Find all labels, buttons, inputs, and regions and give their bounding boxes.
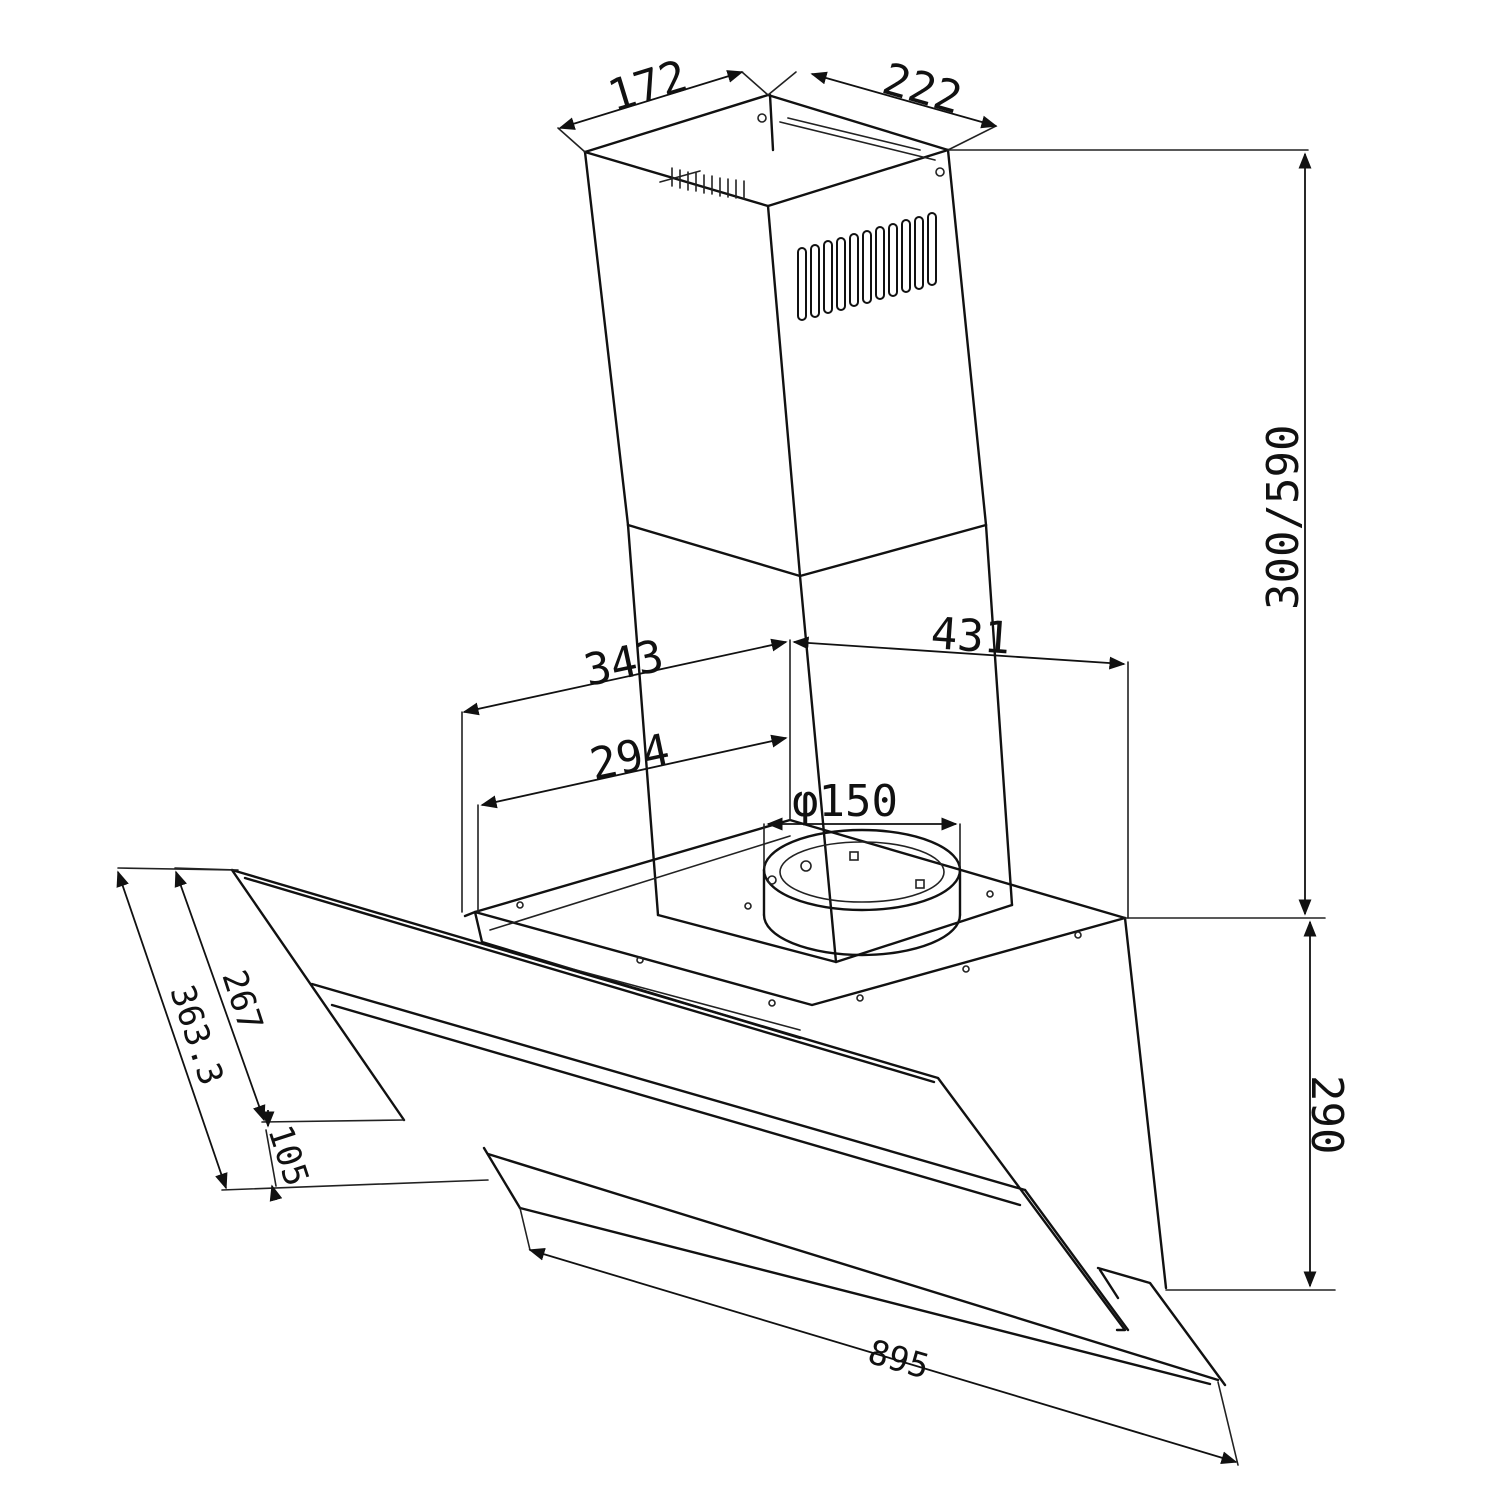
dim-canopy-height: 290 — [1165, 920, 1352, 1291]
dim-label-431: 431 — [929, 608, 1012, 664]
dim-label-172: 172 — [602, 51, 693, 123]
dim-label-290: 290 — [1301, 1075, 1352, 1154]
chimney — [583, 93, 1014, 964]
chimney-left-vents — [659, 167, 745, 200]
dim-chimney-height: 300/590 — [947, 149, 1326, 919]
dim-label-343: 343 — [580, 630, 668, 696]
dim-glass-width: 895 — [519, 1207, 1239, 1466]
glass-canopy — [230, 868, 1227, 1387]
dim-label-105: 105 — [259, 1120, 316, 1191]
dim-label-222: 222 — [877, 54, 967, 125]
dim-label-300-590: 300/590 — [1258, 425, 1309, 610]
dim-label-895: 895 — [864, 1332, 934, 1387]
dim-hood-width-back: 431 — [792, 608, 1129, 919]
chimney-right-vents — [797, 212, 937, 321]
dim-label-294: 294 — [586, 724, 674, 790]
dim-label-267: 267 — [213, 965, 270, 1036]
dim-duct-diameter: φ150 — [763, 776, 961, 869]
dim-chimney-width: 222 — [767, 54, 998, 151]
dim-chimney-depth: 172 — [557, 51, 769, 153]
hood-body — [463, 818, 1168, 1290]
dim-label-phi150: φ150 — [792, 776, 898, 827]
dim-hood-depth-inner: 294 — [477, 724, 788, 913]
duct-collar — [762, 828, 962, 957]
